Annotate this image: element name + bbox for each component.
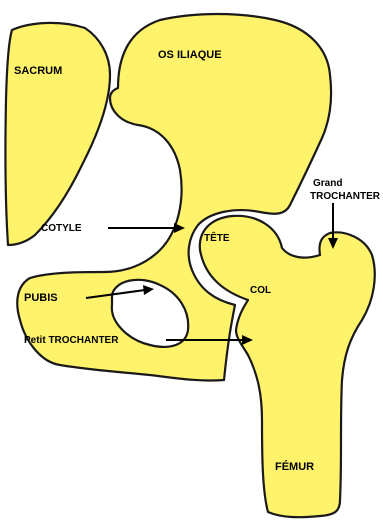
label-tete: TÊTE bbox=[204, 231, 230, 244]
label-os-iliaque: OS ILIAQUE bbox=[158, 49, 222, 61]
label-femur: FÉMUR bbox=[275, 460, 314, 473]
label-col: COL bbox=[250, 285, 271, 296]
label-trochanter-grand: TROCHANTER bbox=[310, 191, 381, 202]
label-sacrum: SACRUM bbox=[14, 65, 62, 77]
label-pubis: PUBIS bbox=[24, 292, 58, 304]
sacrum-bone bbox=[5, 23, 110, 245]
label-grand: Grand bbox=[313, 178, 342, 189]
label-petit-trochanter: Petit TROCHANTER bbox=[24, 335, 119, 346]
label-cotyle: COTYLE bbox=[41, 223, 82, 234]
